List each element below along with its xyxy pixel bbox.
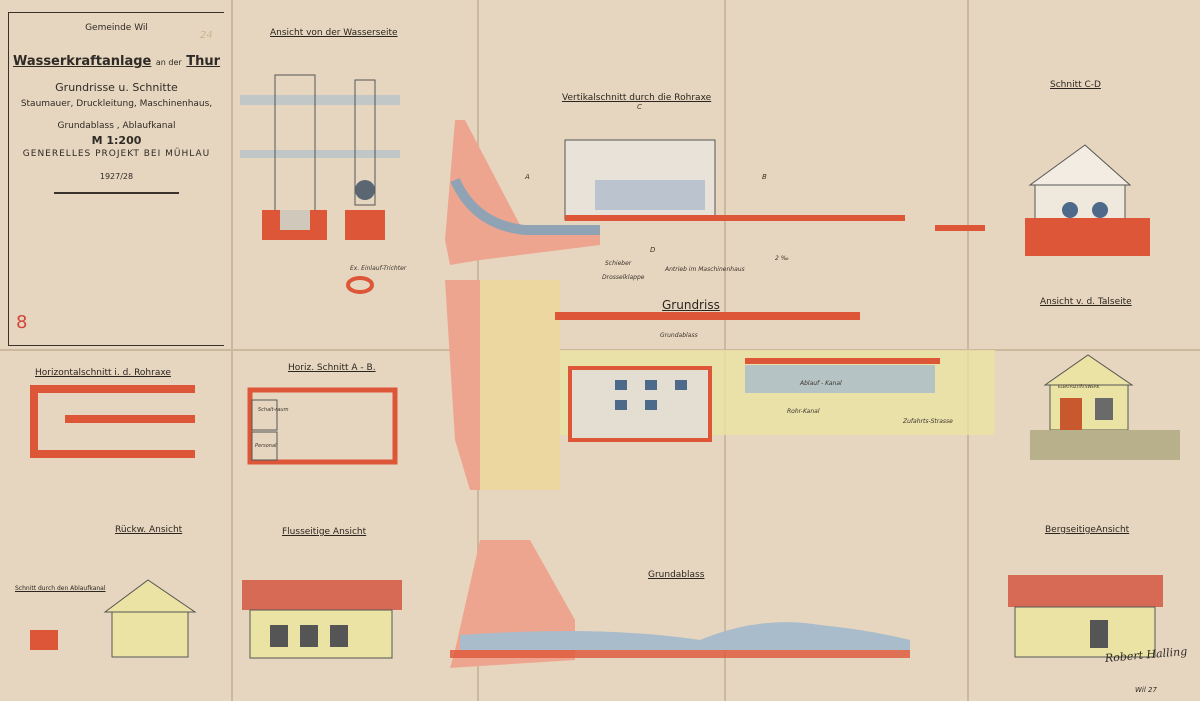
label-grundriss: Grundriss xyxy=(662,298,720,312)
label-horiz-schnitt-ab: Horiz. Schnitt A - B. xyxy=(288,363,376,373)
pencil-note: 24 xyxy=(200,30,213,41)
vertikalschnitt-drawing xyxy=(445,120,985,265)
year: 1927/28 xyxy=(99,172,134,182)
label-schnitt-cd: Schnitt C-D xyxy=(1050,80,1101,90)
bergseitige-ansicht-drawing xyxy=(1008,575,1163,658)
label-rueckw-ansicht: Rückw. Ansicht xyxy=(115,525,183,535)
municipality: Gemeinde Wil xyxy=(85,23,148,33)
label-schnitt-ablaufkanal: Schnitt durch den Ablaufkanal xyxy=(15,585,106,592)
label-bergseitige-ansicht: BergseitigeAnsicht xyxy=(1045,525,1130,535)
horiz-schnitt-ab-drawing xyxy=(247,387,398,465)
label-ansicht-talseite: Ansicht v. d. Talseite xyxy=(1040,297,1132,307)
subtitle: Grundrisse u. Schnitte xyxy=(55,81,178,95)
note-antrieb: Antrieb im Maschinenhaus xyxy=(665,266,745,273)
flussseitige-ansicht-drawing xyxy=(242,580,402,659)
schnitt-cd-drawing xyxy=(1025,144,1150,256)
section-a: A xyxy=(525,173,530,181)
note-drosselklappe: Drosselklappe xyxy=(602,274,645,281)
note-einlauf: Ex. Einlauf-Trichter xyxy=(350,265,407,272)
note-ablauf-kanal: Ablauf - Kanal xyxy=(800,380,842,387)
contents-line-2: Grundablass , Ablaufkanal xyxy=(57,121,176,132)
contents-line-1: Staumauer, Druckleitung, Maschinenhaus, xyxy=(20,98,213,109)
label-grundablass-view: Grundablass xyxy=(648,570,705,580)
sheet-number: 8 xyxy=(16,312,28,333)
ansicht-wasserseite-drawing xyxy=(240,74,400,294)
note-grundablass: Grundablass xyxy=(660,332,698,339)
grundablass-drawing xyxy=(450,540,910,668)
divider xyxy=(54,191,179,194)
title-suffix: an der xyxy=(155,57,182,67)
project-name: GENERELLES PROJEKT BEI MÜHLAU xyxy=(22,149,211,160)
scale: M 1:200 xyxy=(91,134,142,148)
signature-date: Wil 27 xyxy=(1135,686,1157,694)
section-b: B xyxy=(762,173,767,181)
note-rohr-kanal: Rohr-Kanal xyxy=(787,408,820,415)
label-horizontalschnitt: Horizontalschnitt i. d. Rohraxe xyxy=(35,368,171,378)
title-block: Gemeinde Wil Wasserkraftanlage an der Th… xyxy=(8,12,224,346)
grundriss-drawing xyxy=(445,280,995,490)
label-flussseitige-ansicht: Flusseitige Ansicht xyxy=(282,527,367,537)
note-zufahrt: Zufahrts-Strasse xyxy=(903,418,953,425)
rueckw-ansicht-drawing xyxy=(30,579,197,658)
title-main: Wasserkraftanlage xyxy=(12,53,152,69)
label-vertikalschnitt: Vertikalschnitt durch die Rohraxe xyxy=(562,93,712,103)
note-gradient: 2 ‰ xyxy=(775,255,789,262)
note-schieber: Schieber xyxy=(605,260,632,267)
note-personal: Personal xyxy=(255,443,277,449)
label-ansicht-wasserseite: Ansicht von der Wasserseite xyxy=(270,28,398,38)
section-c: C xyxy=(637,103,642,111)
note-schaltraum: Schalt-raum xyxy=(258,407,289,413)
ansicht-talseite-drawing xyxy=(1030,354,1180,460)
section-d: D xyxy=(650,246,656,254)
horizontalschnitt-drawing xyxy=(30,385,195,458)
title-river: Thur xyxy=(186,53,221,69)
project-title: Wasserkraftanlage an der Thur xyxy=(9,54,224,70)
building-sign: ELEKTRIZITÄTSWERK xyxy=(1058,384,1100,389)
